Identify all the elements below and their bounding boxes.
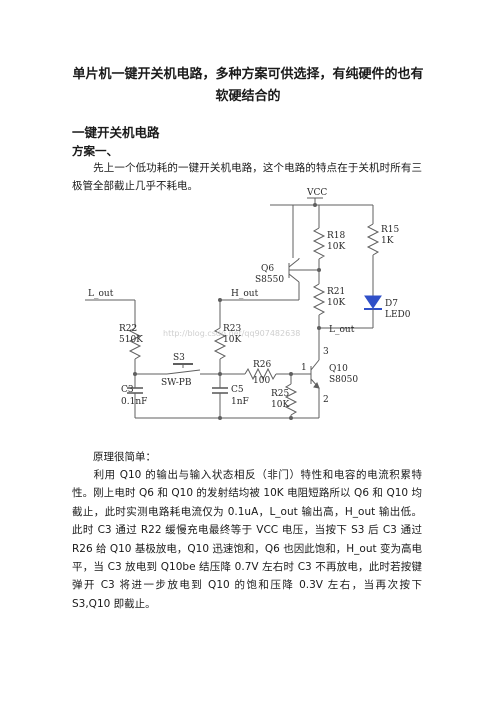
subsection-heading: 方案一、: [72, 144, 118, 158]
intro-paragraph: 先上一个低功耗的一键开关机电路，这个电路的特点在于关机时所有三极管全部截止几乎不…: [72, 159, 422, 196]
label-r21-val: 10K: [327, 298, 345, 308]
label-c5-val: 1nF: [231, 397, 249, 407]
label-r15-val: 1K: [381, 236, 394, 246]
label-r26-val: 100: [253, 376, 270, 386]
label-s3: S3: [173, 353, 185, 363]
document-title: 单片机一键开关机电路，多种方案可供选择，有纯硬件的也有 软硬结合的: [60, 64, 436, 108]
label-l-out-left: L_out: [88, 289, 114, 299]
label-q10-part: S8050: [329, 375, 358, 385]
label-vcc: VCC: [306, 188, 327, 198]
label-d7-part: LED0: [385, 310, 411, 320]
label-pin-1: 1: [301, 363, 307, 373]
label-r18-val: 10K: [327, 242, 345, 252]
label-q10: Q10: [329, 364, 348, 374]
label-r23: R23: [223, 324, 242, 334]
label-r22-val: 510K: [119, 335, 143, 345]
label-r18: R18: [327, 231, 346, 241]
label-r25: R25: [271, 389, 290, 399]
principle-text: 利用 Q10 的输出与输入状态相反（非门）特性和电容的电流积累特性。刚上电时 Q…: [72, 469, 422, 610]
label-pin-2: 2: [323, 395, 329, 405]
label-r26: R26: [253, 360, 272, 370]
intro-text: 先上一个低功耗的一键开关机电路，这个电路的特点在于关机时所有三极管全部截止几乎不…: [72, 162, 422, 193]
title-line-1: 单片机一键开关机电路，多种方案可供选择，有纯硬件的也有: [72, 67, 424, 82]
label-c3: C3: [121, 385, 134, 395]
label-h-out: H_out: [231, 289, 259, 299]
label-c3-val: 0.1nF: [121, 397, 147, 407]
label-r15: R15: [381, 225, 400, 235]
watermark: http://blog.csdn.net/qq907482638: [163, 329, 300, 338]
label-r22: R22: [119, 324, 137, 334]
label-d7: D7: [385, 299, 398, 309]
section-heading: 一键开关机电路: [72, 125, 160, 140]
principle-paragraph: 利用 Q10 的输出与输入状态相反（非门）特性和电容的电流积累特性。刚上电时 Q…: [72, 466, 422, 613]
label-s3-part: SW-PB: [161, 378, 192, 388]
principle-heading: 原理很简单：: [93, 451, 156, 463]
label-q6: Q6: [261, 264, 274, 274]
label-q6-part: S8550: [255, 275, 284, 285]
label-r23-val: 10K: [223, 335, 241, 345]
label-pin-3: 3: [323, 347, 329, 357]
label-c5: C5: [231, 385, 244, 395]
title-line-2: 软硬结合的: [215, 89, 281, 104]
label-r21: R21: [327, 287, 345, 297]
label-l-out-right: L_out: [329, 325, 355, 335]
circuit-diagram: http://blog.csdn.net/qq907482638 VCC R18…: [85, 188, 419, 437]
label-r25-val: 10K: [271, 400, 289, 410]
